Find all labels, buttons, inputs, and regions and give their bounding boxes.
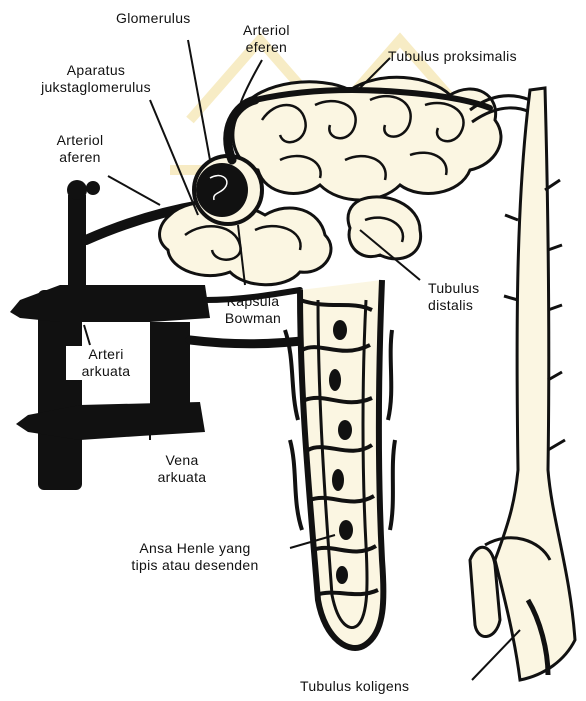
label-arteri-arkuata: Arteri arkuata: [66, 346, 146, 380]
label-tubulus-koligens: Tubulus koligens: [300, 678, 409, 695]
label-tubulus-distalis: Tubulus distalis: [428, 280, 479, 314]
label-arteriol-aferen-line2: aferen: [40, 149, 120, 166]
glomerulus-shape: [194, 156, 262, 224]
label-aparatus-line1: Aparatus: [6, 62, 186, 79]
label-tubulus-distalis-line1: Tubulus: [428, 280, 479, 297]
label-tubulus-proksimalis: Tubulus proksimalis: [388, 48, 517, 65]
label-tubulus-distalis-line2: distalis: [428, 297, 479, 314]
label-arteri-line2: arkuata: [66, 363, 146, 380]
label-kapsula-line2: Bowman: [206, 310, 300, 327]
label-arteriol-eferen-line2: eferen: [243, 39, 290, 56]
label-glomerulus: Glomerulus: [116, 10, 191, 27]
label-kapsula-line1: Kapsula: [206, 293, 300, 310]
label-vena-line2: arkuata: [142, 469, 222, 486]
tubulus-koligens-shape: [470, 88, 575, 680]
label-ansa-henle: Ansa Henle yang tipis atau desenden: [100, 540, 290, 574]
label-vena-arkuata: Vena arkuata: [142, 452, 222, 486]
label-vena-line1: Vena: [142, 452, 222, 469]
label-kapsula-bowman: Kapsula Bowman: [206, 293, 300, 327]
label-arteriol-aferen: Arteriol aferen: [40, 132, 120, 166]
label-ansa-henle-line1: Ansa Henle yang: [100, 540, 290, 557]
label-aparatus-line2: jukstaglomerulus: [6, 79, 186, 96]
label-arteriol-aferen-line1: Arteriol: [40, 132, 120, 149]
label-aparatus-jukstaglomerulus: Aparatus jukstaglomerulus: [6, 62, 186, 96]
label-ansa-henle-line2: tipis atau desenden: [100, 557, 290, 574]
label-arteriol-eferen-line1: Arteriol: [243, 22, 290, 39]
label-arteriol-eferen: Arteriol eferen: [243, 22, 290, 56]
label-arteri-line1: Arteri: [66, 346, 146, 363]
